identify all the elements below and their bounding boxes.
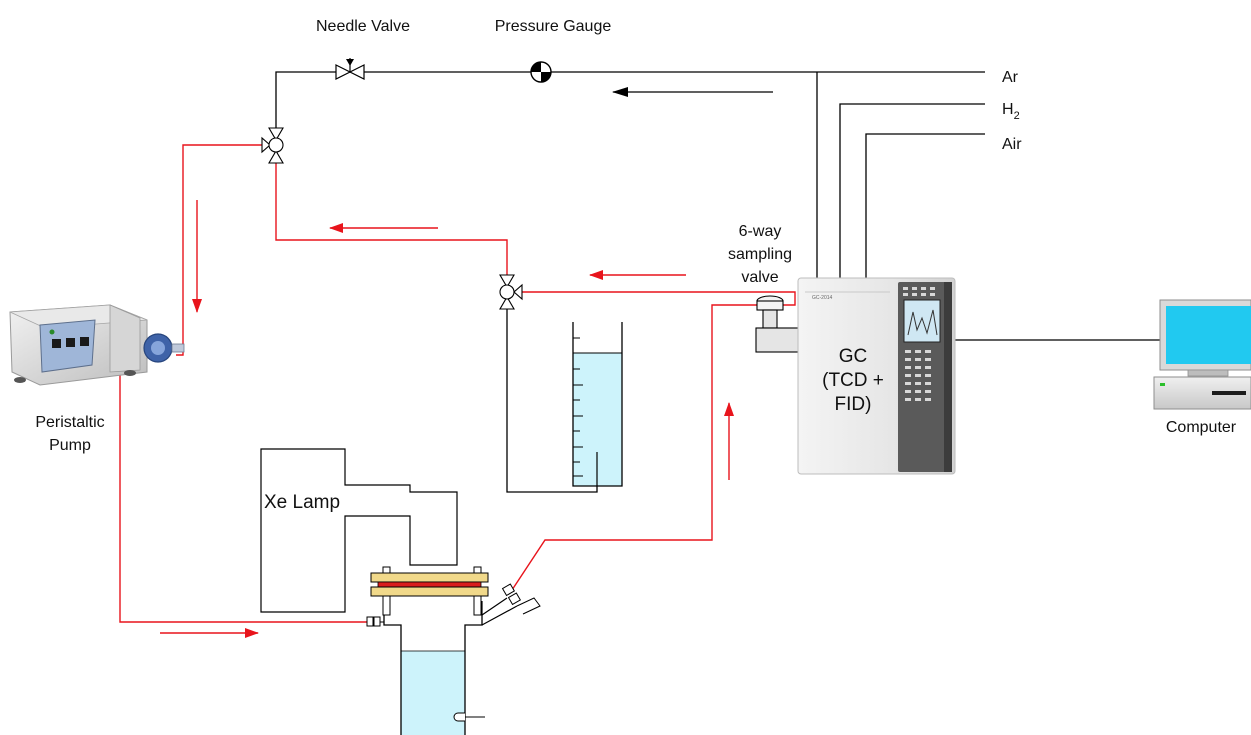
gc-label-1: GC (839, 346, 868, 367)
needle-valve-icon (336, 58, 364, 79)
six-way-valve-label-2: sampling (728, 246, 792, 263)
xe-lamp-label: Xe Lamp (264, 492, 340, 513)
computer-label: Computer (1166, 419, 1237, 436)
gc-model-label: GC-2014 (812, 295, 833, 301)
gas-ar-label: Ar (1002, 69, 1019, 86)
gc-label-3: FID) (835, 394, 872, 415)
six-way-valve-label-3: valve (741, 269, 778, 286)
gc-label-2: (TCD + (822, 370, 884, 391)
gas-h2-subscript: 2 (1014, 110, 1020, 122)
pressure-gauge-icon (531, 62, 551, 82)
photoreactor-icon (367, 567, 540, 735)
gas-air-label: Air (1002, 136, 1022, 153)
gas-h2-label: H2 (1002, 101, 1020, 122)
desktop-computer-icon (1154, 300, 1251, 409)
six-way-valve-label-1: 6-way (739, 223, 782, 240)
needle-valve-label: Needle Valve (316, 18, 410, 35)
three-way-valve-middle-icon (500, 275, 522, 309)
peristaltic-pump-icon (10, 305, 184, 385)
gas-lines (276, 72, 1160, 492)
burette-icon (573, 322, 622, 486)
pump-label-2: Pump (49, 437, 91, 454)
three-way-valve-top-icon (262, 128, 283, 163)
pressure-gauge-label: Pressure Gauge (495, 18, 612, 35)
gas-h2-main: H (1002, 101, 1014, 118)
pump-label-1: Peristaltic (35, 414, 104, 431)
